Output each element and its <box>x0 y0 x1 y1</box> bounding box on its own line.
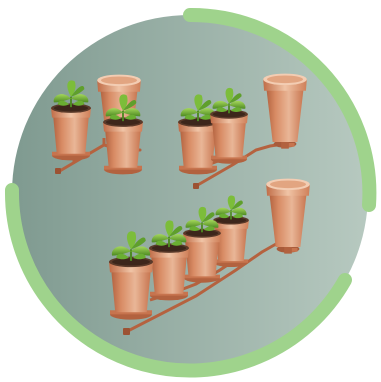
self-watering-pots-illustration <box>0 0 381 382</box>
